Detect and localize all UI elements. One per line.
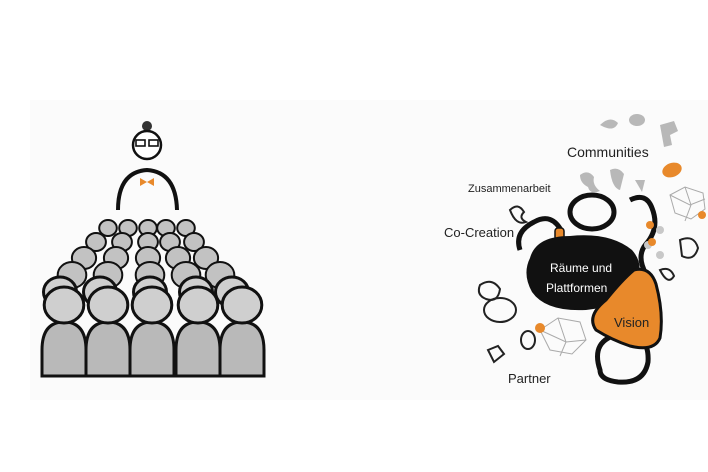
vision-blob bbox=[591, 267, 663, 350]
audience-head bbox=[183, 232, 205, 252]
audience-head bbox=[98, 219, 118, 237]
diagram-labels: Communities Zusammenarbeit Co-Creation R… bbox=[444, 144, 649, 386]
label-partner: Partner bbox=[508, 371, 551, 386]
label-raeume: Räume und bbox=[550, 261, 612, 275]
audience-crowd-icon bbox=[40, 219, 266, 378]
audience-head bbox=[220, 285, 264, 325]
bowtie-icon bbox=[140, 178, 154, 186]
audience-head bbox=[176, 285, 220, 325]
audience-head bbox=[85, 232, 107, 252]
audience-body bbox=[128, 320, 176, 378]
label-communities: Communities bbox=[567, 144, 649, 160]
audience-head bbox=[130, 285, 174, 325]
community-shapes bbox=[580, 114, 678, 193]
collaboration-diagram bbox=[477, 114, 706, 385]
label-co-creation: Co-Creation bbox=[444, 225, 514, 240]
label-zusammenarbeit: Zusammenarbeit bbox=[468, 183, 551, 195]
label-vision: Vision bbox=[614, 315, 649, 330]
audience-body bbox=[218, 320, 266, 378]
label-plattformen: Plattformen bbox=[546, 281, 607, 295]
audience-body bbox=[84, 320, 132, 378]
network-icon bbox=[539, 186, 706, 357]
audience-body bbox=[174, 320, 222, 378]
presenter-icon bbox=[116, 121, 179, 211]
audience-body bbox=[40, 320, 88, 378]
audience-head bbox=[86, 285, 130, 325]
audience-head bbox=[42, 285, 86, 325]
